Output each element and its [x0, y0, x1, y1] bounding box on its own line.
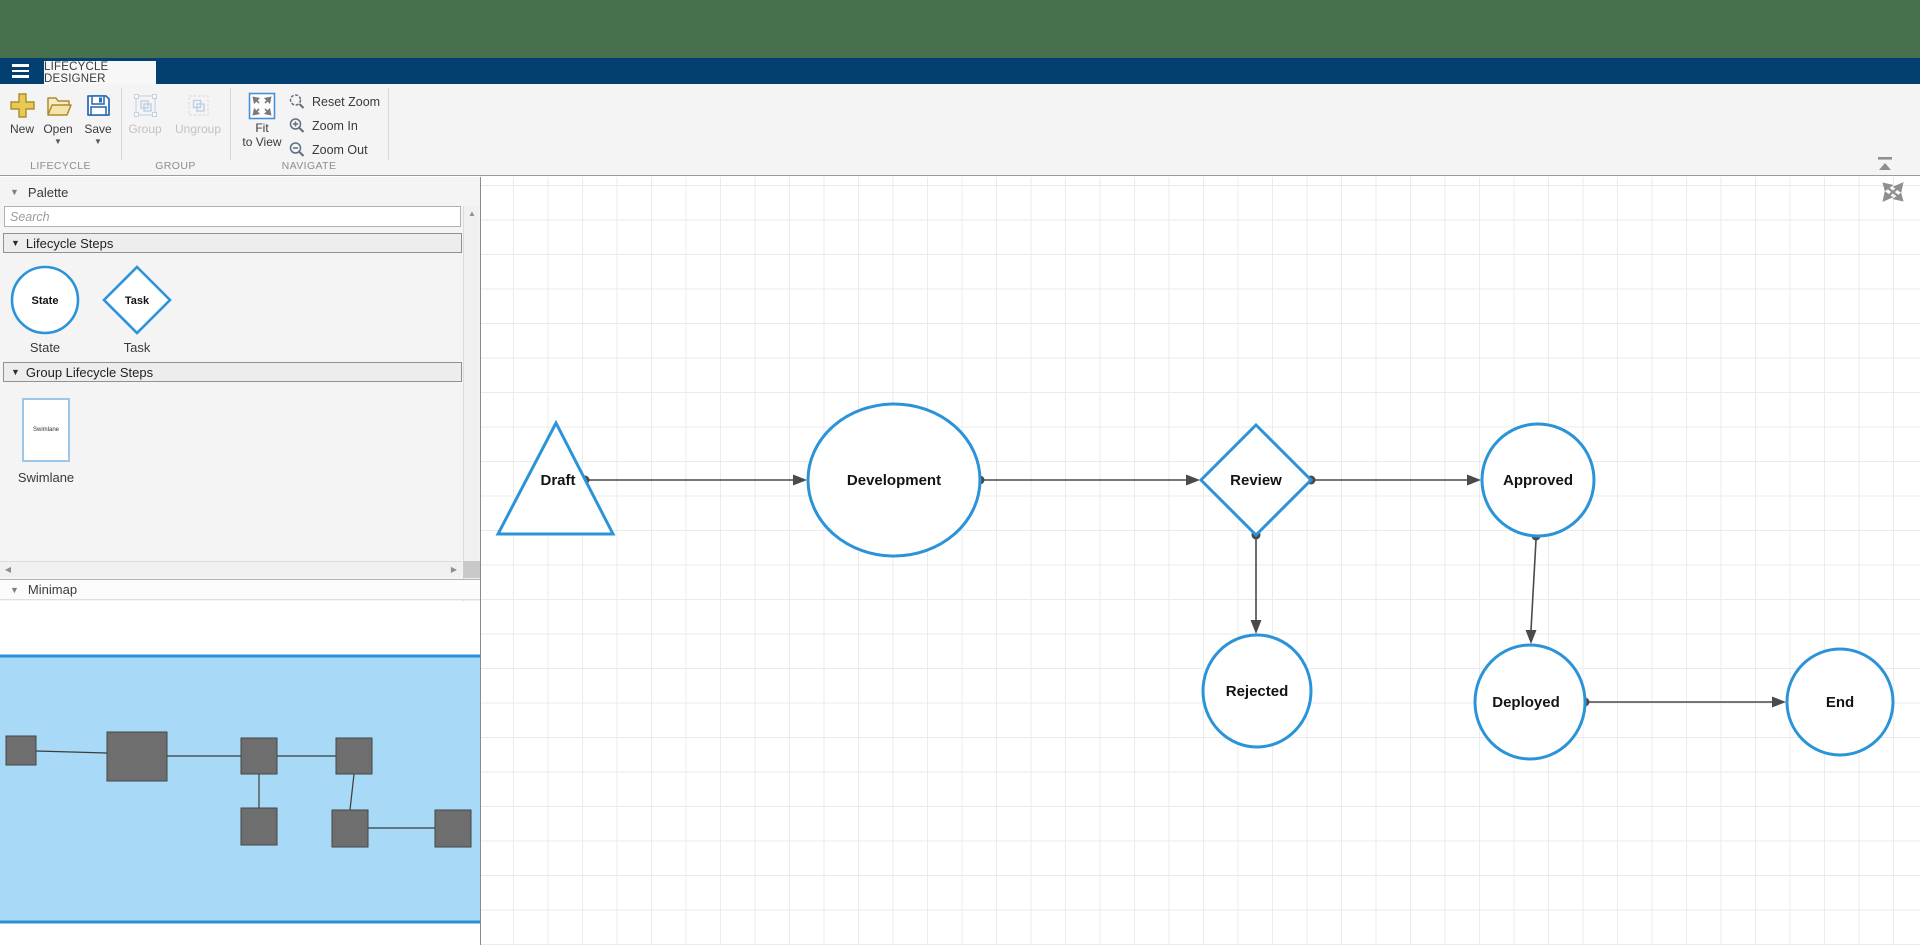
palette-item-state-shape[interactable]: State [8, 263, 82, 337]
group-title-group: GROUP [155, 160, 196, 172]
palette-item-task-shape[interactable]: Task [100, 263, 174, 337]
open-folder-icon [46, 97, 72, 116]
minimap-viewport[interactable] [0, 654, 486, 924]
svg-text:Draft: Draft [540, 472, 575, 489]
edge-arrowheads [793, 474, 1786, 708]
svg-text:Review: Review [1230, 472, 1282, 489]
diagram-canvas[interactable]: Draft Development Review Approved Reject… [481, 177, 1920, 945]
expand-canvas-icon[interactable] [1880, 180, 1906, 204]
toolbar-separator [121, 88, 122, 160]
reset-zoom-icon [289, 94, 305, 109]
fit-label-line2: to View [242, 135, 282, 149]
fit-to-view-button[interactable]: Fit to View [240, 92, 284, 149]
edge-connection-dots [580, 475, 1590, 707]
group-label: Group [128, 122, 162, 136]
window-titlebar [0, 0, 1920, 58]
save-button[interactable]: Save ▼ [80, 92, 116, 146]
group-icon [133, 94, 157, 117]
ungroup-icon [187, 95, 209, 116]
node-approved[interactable]: Approved [1480, 422, 1596, 538]
edge-approved-deployed[interactable] [1530, 539, 1537, 631]
save-floppy-icon [86, 95, 110, 116]
palette-panel: ▼ Palette ▼ Lifecycle Steps State State … [0, 177, 486, 945]
zoom-in-button[interactable]: Zoom In [288, 116, 358, 136]
palette-item-state-label: State [29, 340, 61, 355]
swimlane-thumb-label: Swimlane [32, 427, 59, 433]
new-label: New [9, 122, 34, 136]
save-label: Save [84, 122, 112, 136]
node-review[interactable]: Review [1198, 422, 1314, 538]
group-title-navigate: NAVIGATE [281, 160, 337, 172]
save-dropdown-caret-icon[interactable]: ▼ [94, 137, 102, 146]
minimap-title: Minimap [27, 582, 78, 597]
section-collapse-triangle-icon: ▼ [11, 367, 20, 377]
section-header-group-lifecycle-steps[interactable]: ▼ Group Lifecycle Steps [3, 362, 462, 382]
palette-search-input[interactable] [4, 206, 461, 227]
scroll-left-icon[interactable]: ◀ [4, 565, 12, 574]
ungroup-button[interactable]: Ungroup [170, 92, 226, 136]
tab-lifecycle-designer[interactable]: LIFECYCLE DESIGNER [44, 60, 156, 85]
svg-text:Development: Development [847, 472, 941, 489]
minimap[interactable] [0, 601, 486, 945]
fit-label-line1: Fit [255, 121, 269, 135]
ribbon-tabbar [0, 58, 1920, 84]
new-button[interactable]: New [4, 92, 40, 136]
open-label: Open [43, 122, 73, 136]
fit-to-view-icon [248, 92, 276, 120]
scrollbar-corner [463, 561, 480, 578]
tab-label: LIFECYCLE DESIGNER [44, 60, 109, 85]
open-dropdown-caret-icon[interactable]: ▼ [54, 137, 62, 146]
scroll-up-icon[interactable]: ▲ [468, 209, 476, 218]
reset-zoom-label: Reset Zoom [312, 95, 381, 109]
palette-horizontal-scrollbar[interactable]: ◀ ▶ [0, 561, 462, 577]
toolbar-separator [388, 88, 389, 160]
section-collapse-triangle-icon: ▼ [11, 238, 20, 248]
palette-pane-header[interactable]: ▼ Palette [0, 181, 480, 203]
zoom-out-icon [289, 142, 305, 157]
zoom-out-label: Zoom Out [312, 143, 368, 157]
zoom-in-icon [289, 118, 305, 133]
diagram-layer: Draft Development Review Approved Reject… [495, 402, 1895, 761]
collapse-triangle-icon: ▼ [10, 584, 19, 595]
scroll-right-icon[interactable]: ▶ [450, 565, 458, 574]
node-draft[interactable]: Draft [495, 419, 616, 536]
task-shape-label: Task [125, 295, 150, 307]
reset-zoom-button[interactable]: Reset Zoom [288, 92, 380, 112]
svg-text:Approved: Approved [1503, 472, 1573, 489]
ungroup-label: Ungroup [174, 122, 222, 136]
palette-title: Palette [27, 184, 69, 200]
section-header-lifecycle-steps[interactable]: ▼ Lifecycle Steps [3, 233, 462, 253]
palette-item-task-label: Task [123, 340, 151, 355]
palette-item-swimlane-shape[interactable]: Swimlane [22, 398, 70, 462]
toolbar-separator [230, 88, 231, 160]
group-button[interactable]: Group [124, 92, 166, 136]
minimap-nodes [5, 731, 472, 848]
section-title: Group Lifecycle Steps [25, 364, 154, 380]
svg-text:End: End [1826, 694, 1854, 711]
new-plus-icon [9, 93, 35, 118]
ribbon-toolbar: New Open ▼ Save ▼ LIFECYCLE [0, 84, 1920, 176]
node-end[interactable]: End [1785, 647, 1895, 757]
collapse-ribbon-icon[interactable] [1875, 156, 1895, 174]
hamburger-menu-icon[interactable] [0, 58, 40, 84]
section-title: Lifecycle Steps [25, 235, 114, 251]
zoom-out-button[interactable]: Zoom Out [288, 140, 368, 160]
svg-text:Deployed: Deployed [1492, 694, 1560, 711]
collapse-triangle-icon: ▼ [10, 187, 19, 197]
svg-text:Rejected: Rejected [1226, 683, 1289, 700]
minimap-edges [35, 750, 435, 829]
zoom-in-label: Zoom In [312, 119, 358, 133]
state-shape-label: State [32, 295, 59, 307]
node-deployed[interactable]: Deployed [1473, 643, 1587, 761]
palette-item-swimlane-label: Swimlane [17, 470, 75, 485]
node-rejected[interactable]: Rejected [1201, 633, 1313, 749]
minimap-pane-header[interactable]: ▼ Minimap [0, 579, 480, 600]
node-development[interactable]: Development [806, 402, 982, 558]
group-title-lifecycle: LIFECYCLE [30, 160, 91, 172]
minimap-view [0, 654, 486, 924]
open-button[interactable]: Open ▼ [40, 92, 76, 146]
